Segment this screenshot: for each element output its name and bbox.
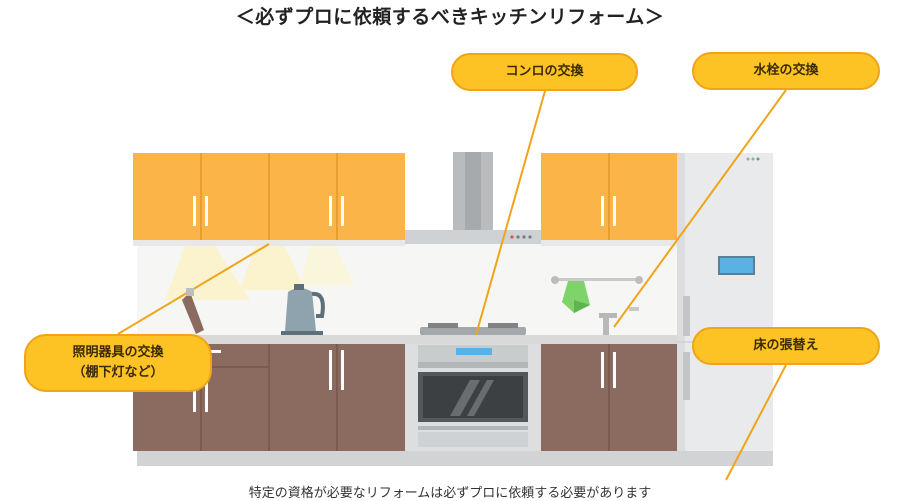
callout-faucet-label: 水栓の交換 [753,62,819,78]
range-hood [404,152,541,244]
under-cabinet-light-glow [165,246,355,300]
oven [405,344,541,451]
upper-cabinets-right [541,153,677,246]
cooktop [420,323,526,335]
leader-line-stove [475,90,546,336]
plinth [137,451,773,466]
callout-stove-label: コンロの交換 [505,63,584,79]
callout-lighting-label-line2: （棚下灯など） [72,365,164,380]
footnote: 特定の資格が必要なリフォームは必ずプロに依頼する必要があります [248,486,652,501]
callout-floor-label: 床の張替え [753,337,819,353]
lower-cabinets-right [541,344,677,451]
callout-stove-replacement: コンロの交換 [451,53,638,91]
callout-lighting-replacement: 照明器具の交換 （棚下灯など） [24,334,212,392]
leader-line-faucet [613,89,787,328]
wall-lamp [182,288,204,334]
kettle [281,284,325,336]
leader-line-floor [725,364,787,481]
countertop [133,335,677,344]
callout-faucet-replacement: 水栓の交換 [692,52,880,90]
page-title: ＜必ずプロに依頼するべきキッチンリフォーム＞ [235,6,665,28]
towel-bar [551,276,643,313]
callout-floor-replacement: 床の張替え [692,327,880,365]
faucet [599,307,639,335]
upper-cabinets-left [133,153,405,246]
callout-lighting-label-line1: 照明器具の交換 [72,344,164,360]
